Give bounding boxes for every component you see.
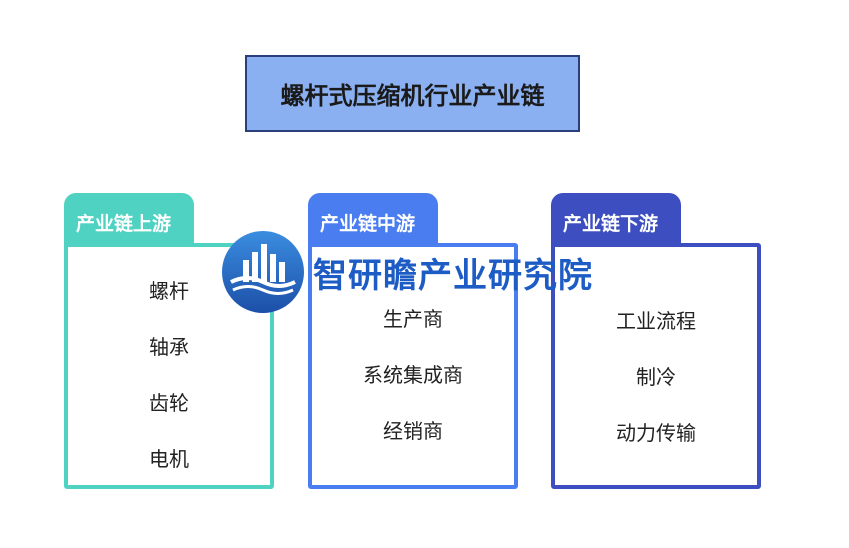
list-item: 齿轮 [149, 391, 189, 415]
list-item: 系统集成商 [363, 363, 463, 387]
list-item: 电机 [149, 447, 189, 471]
list-item: 工业流程 [616, 309, 696, 333]
panel-downstream-box: 工业流程 制冷 动力传输 [551, 243, 761, 489]
list-item: 轴承 [149, 335, 189, 359]
list-item: 动力传输 [616, 421, 696, 445]
building-logo-icon [222, 231, 304, 313]
list-item: 螺杆 [149, 279, 189, 303]
list-item: 制冷 [636, 365, 676, 389]
panel-midstream-box: 生产商 系统集成商 经销商 [308, 243, 518, 489]
list-item: 经销商 [383, 419, 443, 443]
watermark-text: 智研瞻产业研究院 [313, 256, 593, 296]
list-item: 生产商 [383, 307, 443, 331]
panel-midstream-tab: 产业链中游 [308, 193, 438, 247]
diagram-title: 螺杆式压缩机行业产业链 [245, 55, 580, 132]
panel-upstream-tab: 产业链上游 [64, 193, 194, 247]
panel-downstream-tab: 产业链下游 [551, 193, 681, 247]
